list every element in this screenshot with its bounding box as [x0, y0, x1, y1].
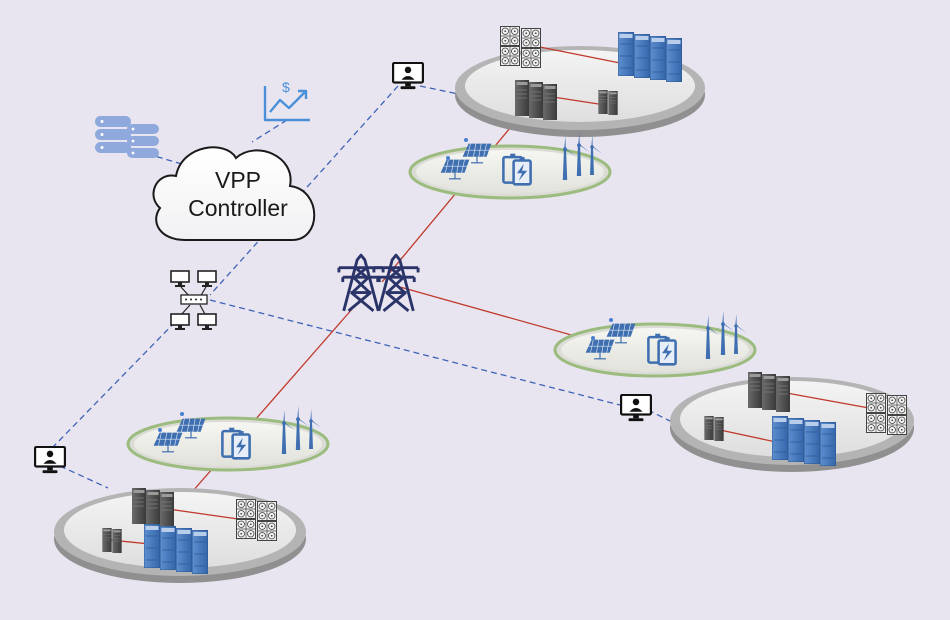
operator-monitor-icon[interactable]: [620, 394, 652, 422]
comm-link-left-operator: [51, 314, 183, 449]
data-center-platform-left: [54, 488, 306, 583]
cooling-unit-icon: [887, 395, 907, 415]
data-center-platform-top: [455, 26, 705, 137]
sun-spark-icon: [446, 138, 468, 160]
data-center-platform-right: [670, 372, 914, 472]
vpp-controller-cloud[interactable]: [152, 146, 316, 241]
comm-link-analytics: [251, 119, 288, 143]
cooling-unit-icon: [521, 28, 541, 48]
renewable-platform-top: [408, 132, 612, 200]
renewable-platform-left: [126, 406, 330, 472]
controller-label-line1: VPP: [214, 167, 262, 193]
cooling-unit-icon: [887, 415, 907, 435]
transmission-tower-icon: [337, 253, 420, 313]
comm-link-switch-right: [209, 299, 621, 406]
controller-label-line2: Controller: [188, 195, 288, 221]
operator-monitor-icon[interactable]: [392, 62, 424, 90]
renewable-platform-right: [553, 311, 757, 378]
cooling-unit-icon: [866, 393, 886, 413]
cooling-unit-icon: [257, 501, 277, 521]
cooling-unit-icon: [257, 521, 277, 541]
server-rack-icon: [618, 32, 682, 82]
comm-link-left-site: [59, 465, 109, 489]
vpp-controller-label: VPP Controller: [158, 166, 318, 222]
comm-link-top-operator: [209, 85, 399, 296]
communication-links: [51, 85, 685, 489]
sun-spark-icon: [591, 318, 613, 340]
analytics-chart-icon: $: [263, 79, 310, 122]
cooling-unit-icon: [500, 46, 520, 66]
dollar-symbol: $: [282, 79, 290, 95]
server-rack-icon: [144, 524, 208, 574]
operator-monitor-icon[interactable]: [34, 446, 66, 474]
server-rack-icon: [772, 416, 836, 466]
database-icon: [95, 116, 159, 158]
cooling-unit-icon: [500, 26, 520, 46]
network-switch-icon: [170, 270, 217, 331]
sun-spark-icon: [158, 412, 184, 432]
cooling-unit-icon: [866, 413, 886, 433]
cooling-unit-icon: [236, 499, 256, 519]
cooling-unit-icon: [521, 48, 541, 68]
cooling-unit-icon: [236, 519, 256, 539]
